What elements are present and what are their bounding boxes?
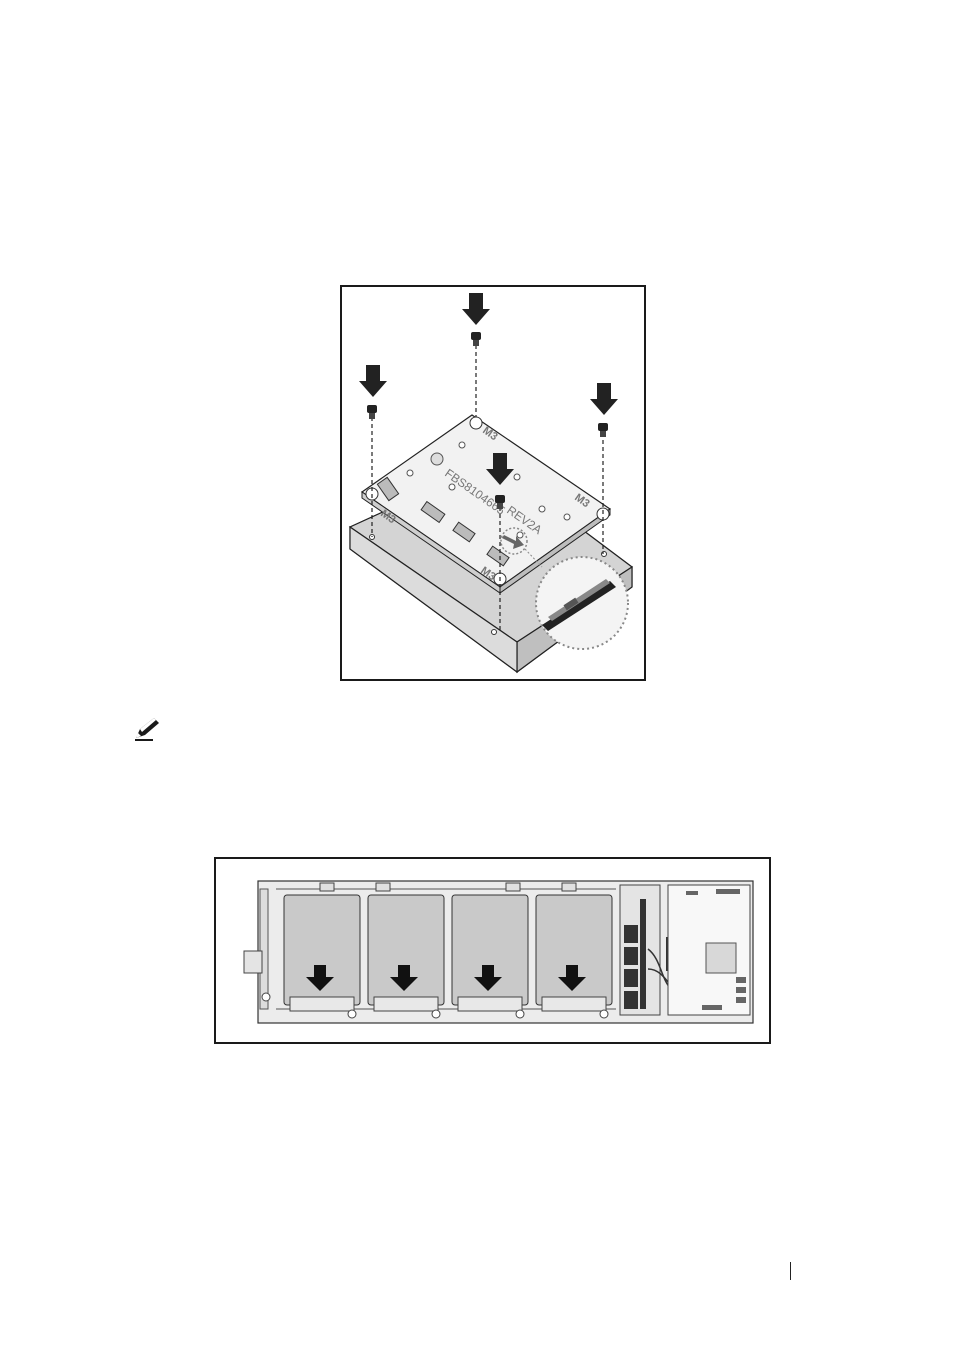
ssd-bracket-figure: M3 M3 M3 M3 FBS8104665 REV2A: [340, 285, 646, 681]
drive-bay-4: [536, 895, 612, 1011]
down-arrow-icon: [359, 365, 387, 397]
down-arrow-icon: [462, 293, 490, 325]
screw-icon: [598, 423, 608, 437]
drive-bay-3: [452, 895, 528, 1011]
drive-bay-1: [284, 895, 360, 1011]
pencil-note-icon: [133, 716, 161, 742]
screw-icon: [471, 332, 481, 346]
drive-bay-2: [368, 895, 444, 1011]
down-arrow-icon: [590, 383, 618, 415]
drive-sled-figure: [214, 857, 771, 1044]
screw-icon: [367, 405, 377, 419]
page-footer-rule: [790, 1262, 791, 1280]
